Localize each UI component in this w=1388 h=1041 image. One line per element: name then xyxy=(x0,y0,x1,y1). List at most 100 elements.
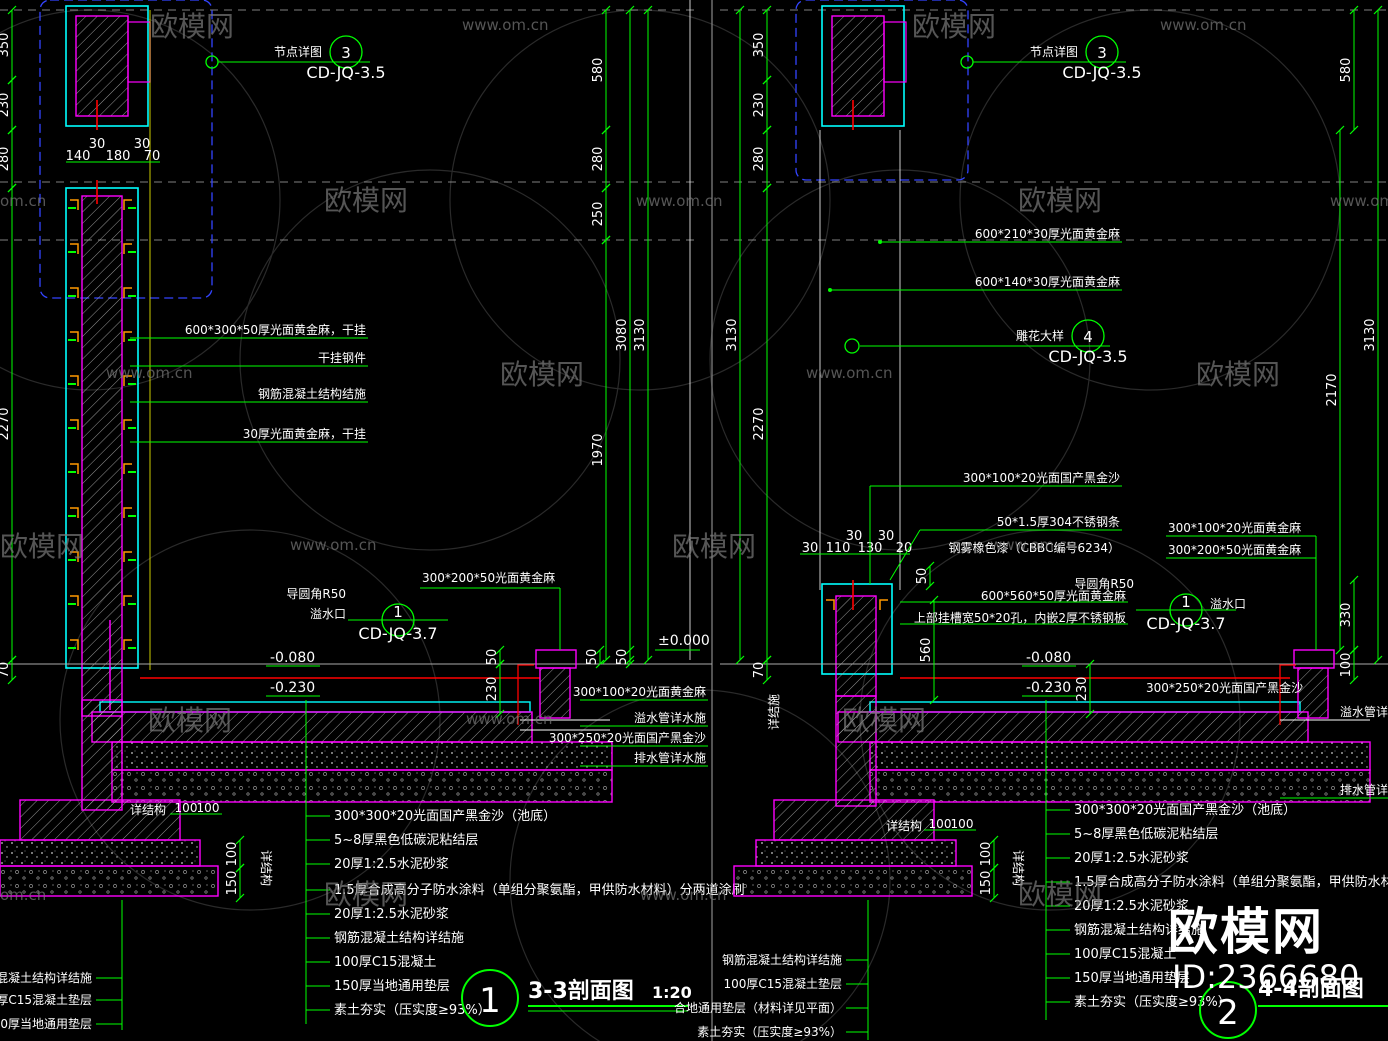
edge-core xyxy=(1297,667,1329,719)
dim-left-label: 350 xyxy=(752,33,767,58)
edge-callout: 溢水管详水施 xyxy=(1340,704,1388,719)
found-tag-v: 详结构 xyxy=(1011,850,1026,886)
node-label: 节点详图 xyxy=(1030,44,1078,59)
dim-tick xyxy=(7,75,17,85)
clip-bracket xyxy=(70,375,79,386)
layer-label: 150厚当地通用垫层 xyxy=(334,978,450,994)
overflow-ref-code: CD-JQ-3.7 xyxy=(358,624,437,643)
site-watermark-text: www.om.cn xyxy=(462,16,549,34)
dim-tick xyxy=(929,595,939,605)
node-code: CD-JQ-3.5 xyxy=(306,63,385,82)
id-watermark: ID:2366680 xyxy=(1172,958,1360,996)
site-watermark-text: www.om.cn xyxy=(1160,16,1247,34)
dim-top: 30 xyxy=(134,137,151,152)
dim-tick xyxy=(762,675,772,685)
overflow-ref-label: 溢水口 xyxy=(310,607,346,621)
dim-left-2270-label: 2270 xyxy=(0,407,12,440)
dim-pool-label: 560 xyxy=(919,638,934,663)
edge-callout: 溢水管详水施 xyxy=(634,710,706,725)
brand-watermark-text: 欧模网 xyxy=(324,184,408,217)
clip-bracket xyxy=(123,595,132,606)
clip-bracket xyxy=(70,551,79,562)
dim-tick xyxy=(7,125,17,135)
wall-foot xyxy=(81,699,123,811)
dim-pool-label: 230 xyxy=(1075,677,1090,702)
clip-bracket xyxy=(879,599,888,610)
far-layer-label: 100厚C15混凝土垫层 xyxy=(0,992,92,1007)
dim-tick xyxy=(762,183,772,193)
dim-tick xyxy=(7,5,17,15)
callout-dot xyxy=(828,288,832,292)
dim-tick xyxy=(601,235,611,245)
edge-callout: 600*560*50厚光面黄金麻 xyxy=(981,588,1126,603)
dim-tick xyxy=(1373,5,1383,15)
found-dim-v-label: 150 xyxy=(979,871,994,896)
overflow-pipe xyxy=(1279,664,1296,725)
dim-tick xyxy=(989,893,999,903)
edge-core xyxy=(539,667,571,719)
wall-cap-cladding xyxy=(65,5,149,127)
dim-left-70-label: 70 xyxy=(0,662,12,679)
reference-outline xyxy=(795,0,969,181)
dim-tick xyxy=(1085,659,1095,669)
dim-tick xyxy=(643,5,653,15)
site-watermark-text: www.om.cn xyxy=(1330,192,1388,210)
edge-callout: 300*100*20光面黄金麻 xyxy=(573,684,706,699)
dim-tick xyxy=(989,863,999,873)
dim-left-230-label: 230 xyxy=(0,93,12,118)
dim-tick xyxy=(235,863,245,873)
dim-pool-label: 50 xyxy=(615,649,630,666)
dim-tick xyxy=(1349,5,1359,15)
dim-tick xyxy=(625,645,635,655)
dim-left-350-label: 350 xyxy=(0,33,12,58)
overflow-ref-code: CD-JQ-3.7 xyxy=(1146,614,1225,633)
clip-bracket xyxy=(123,419,132,430)
level-mark: ±0.000 xyxy=(658,633,710,649)
layer-label: 素土夯实（压实度≥93%） xyxy=(334,1002,491,1018)
brand-watermark-text: 欧模网 xyxy=(150,10,234,43)
concrete-bed xyxy=(111,741,613,771)
dim-left-total-label: 3130 xyxy=(725,318,740,351)
layer-label: 钢筋混凝土结构详结施 xyxy=(334,930,464,946)
dim-pool-label: 50 xyxy=(915,568,930,585)
title-number: 1 xyxy=(479,981,501,1021)
title-bubble xyxy=(1199,981,1257,1039)
dim-tick xyxy=(1085,709,1095,719)
brand-watermark-text: 欧模网 xyxy=(1196,358,1280,391)
clip-bracket xyxy=(70,287,79,298)
dim-right-3080-label: 3080 xyxy=(615,318,630,351)
site-watermark-text: www.om.cn xyxy=(466,710,553,728)
node-number: 3 xyxy=(341,44,351,62)
wall-cap-core xyxy=(831,15,885,117)
flower-number: 4 xyxy=(1083,328,1093,346)
node-number: 3 xyxy=(1097,44,1107,62)
level-mark: -0.230 xyxy=(270,680,315,696)
layer-label: 5~8厚黑色低碳泥粘结层 xyxy=(334,832,478,848)
far-layer-label: 素土夯实（压实度≥93%） xyxy=(697,1024,842,1039)
far-layer-label: 合地通用垫层（材料详见平面） xyxy=(674,1000,842,1015)
brand-watermark-text: 欧模网 xyxy=(324,878,408,911)
overflow-label: 溢水口 xyxy=(1210,597,1246,611)
dim-tick xyxy=(1349,675,1359,685)
dim-top: 30 xyxy=(846,529,863,544)
layer-label: 20厚1:2.5水泥砂浆 xyxy=(1074,851,1189,866)
dim-tick xyxy=(1349,125,1359,135)
found-tag-v: 详结构 xyxy=(259,850,274,886)
dim-left-label: 2270 xyxy=(752,407,767,440)
wall-callout: 600*300*50厚光面黄金麻，干挂 xyxy=(185,322,366,337)
dim-right-580-label: 580 xyxy=(591,58,606,83)
clip-bracket xyxy=(123,375,132,386)
found-dim-v-label: 150 xyxy=(225,871,240,896)
overflow-pipe xyxy=(517,664,534,725)
clip-bracket xyxy=(123,331,132,342)
dim-top: 30 xyxy=(878,529,895,544)
clip-bracket xyxy=(123,199,132,210)
footing-gravel xyxy=(733,865,973,897)
dim-tick xyxy=(1349,575,1359,585)
dim-tick xyxy=(235,835,245,845)
dim-tick xyxy=(643,655,653,665)
wall-callout: 钢筋混凝土结构结施 xyxy=(258,386,366,401)
flower-marker xyxy=(844,338,860,354)
footing-bed xyxy=(0,839,201,867)
